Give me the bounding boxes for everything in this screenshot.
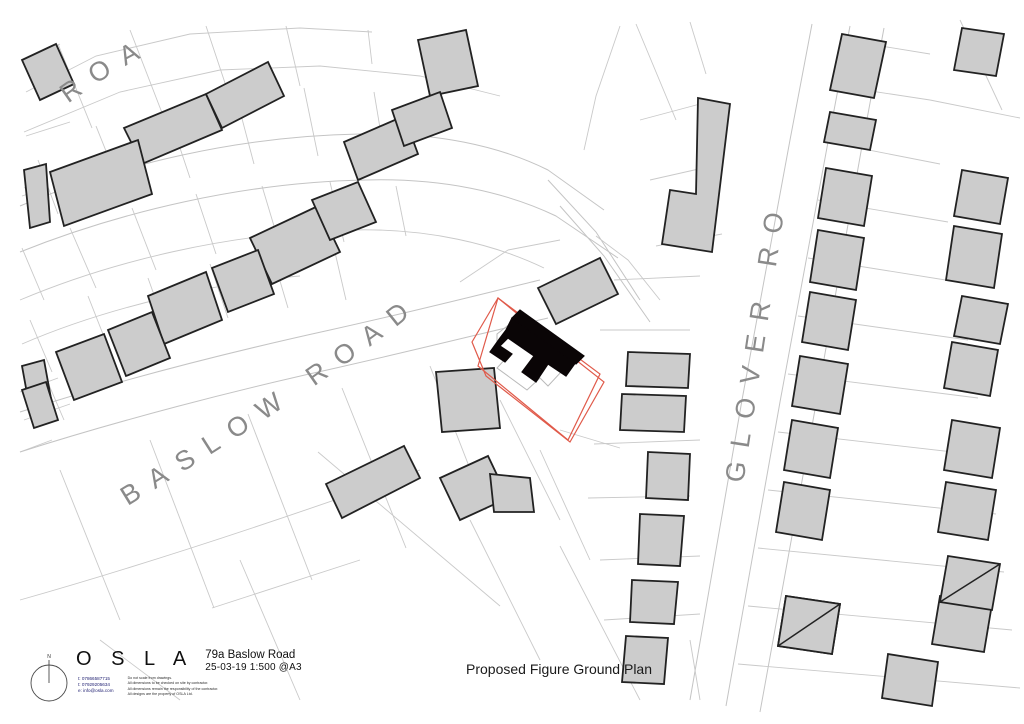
practice-logo-row: O S L A 79a Baslow Road 25-03-19 1:500 @… bbox=[76, 648, 302, 674]
telephone-1: t: 07866587715 bbox=[78, 676, 110, 681]
building-division-line bbox=[777, 603, 841, 647]
project-name: 79a Baslow Road bbox=[205, 649, 296, 661]
proposed-building-footprint-wing bbox=[511, 309, 585, 365]
practice-name: O S L A bbox=[76, 648, 194, 670]
building-block bbox=[416, 28, 480, 98]
building-block bbox=[942, 340, 1000, 398]
north-arrow: N bbox=[30, 654, 68, 702]
building-block bbox=[629, 579, 679, 625]
project-info: 79a Baslow Road 25-03-19 1:500 @A3 bbox=[205, 649, 302, 674]
drawing-title: Proposed Figure Ground Plan bbox=[466, 661, 652, 677]
disclaimer-notes: Do not scale from drawings. All dimensio… bbox=[128, 676, 219, 698]
north-arrow-label: N bbox=[47, 654, 51, 660]
title-block: N O S L A 79a Baslow Road 25-03-19 1:500… bbox=[26, 645, 302, 707]
building-block bbox=[944, 224, 1004, 290]
building-block bbox=[952, 26, 1006, 78]
contact-details: t: 07866587715 t: 07929205634 e: info@os… bbox=[78, 676, 114, 698]
note-line-4: All designs are the property of OSLA Ltd… bbox=[127, 692, 193, 697]
building-block bbox=[880, 652, 940, 708]
building-block bbox=[828, 32, 888, 100]
telephone-2: t: 07929205634 bbox=[78, 682, 110, 688]
project-meta: 25-03-19 1:500 @A3 bbox=[205, 662, 302, 673]
building-block bbox=[782, 418, 840, 480]
building-block bbox=[952, 294, 1010, 346]
building-block bbox=[435, 367, 501, 433]
building-block bbox=[619, 393, 687, 433]
glover-road-label: GLOVER RO bbox=[720, 196, 792, 484]
building-block bbox=[20, 42, 76, 102]
note-line-2: All dimensions to be checked on site by … bbox=[127, 681, 209, 686]
subject-site bbox=[471, 297, 605, 443]
building-block bbox=[204, 60, 286, 130]
email-address: e: info@osla.com bbox=[78, 688, 114, 694]
building-division-line bbox=[939, 563, 1001, 603]
building-block bbox=[20, 380, 60, 430]
building-block bbox=[637, 513, 685, 567]
building-block bbox=[310, 180, 378, 242]
building-block bbox=[645, 451, 691, 501]
building-block bbox=[488, 472, 536, 513]
building-block bbox=[790, 354, 850, 416]
building-block-l-shape bbox=[660, 96, 731, 254]
building-block bbox=[23, 162, 51, 230]
building-footprints bbox=[20, 26, 1010, 708]
building-block bbox=[106, 310, 172, 378]
building-block bbox=[48, 138, 154, 228]
building-block bbox=[390, 90, 454, 148]
note-line-1: Do not scale from drawings. bbox=[127, 676, 173, 680]
building-block bbox=[952, 168, 1010, 226]
building-block bbox=[800, 290, 858, 352]
building-block bbox=[822, 110, 878, 152]
building-block bbox=[816, 166, 874, 228]
proposed-building-footprint bbox=[489, 317, 577, 383]
building-block bbox=[942, 418, 1002, 480]
building-block bbox=[210, 248, 276, 314]
building-block bbox=[324, 444, 422, 520]
building-block bbox=[621, 635, 669, 685]
building-block bbox=[625, 351, 691, 389]
building-block bbox=[808, 228, 866, 292]
building-block bbox=[54, 332, 124, 402]
building-block bbox=[774, 480, 832, 542]
fine-print: t: 07866587715 t: 07929205634 e: info@os… bbox=[78, 676, 218, 698]
building-block bbox=[936, 480, 998, 542]
building-block bbox=[536, 256, 620, 326]
note-line-3: All dimensions remain the responsibility… bbox=[127, 686, 219, 691]
